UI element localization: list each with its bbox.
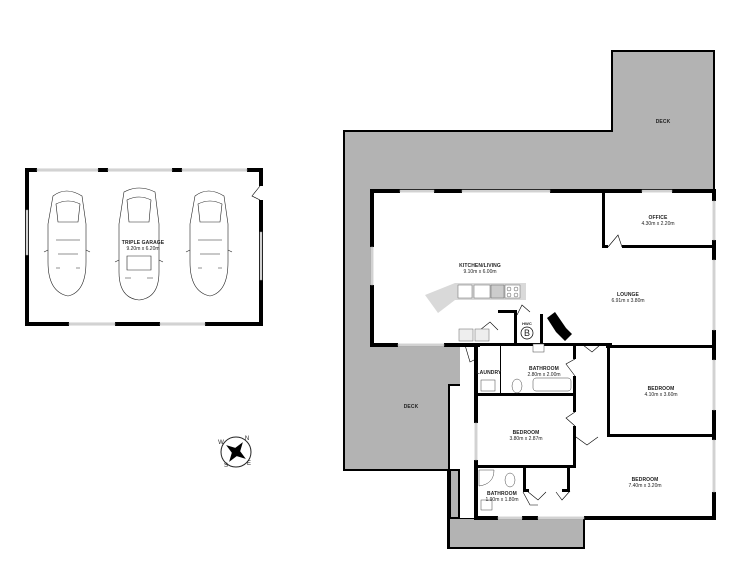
laundry-label: LAUNDRY <box>477 370 502 376</box>
compass-n: N <box>245 436 249 442</box>
room-title: LOUNGE <box>616 292 639 298</box>
compass-s: S <box>224 463 228 469</box>
room-title: DECK <box>655 119 671 125</box>
bedroom-1-label: BEDROOM 4.10m x 3.60m <box>644 386 677 398</box>
room-dims: 2.80m x 2.00m <box>527 372 561 378</box>
compass-e-text: E <box>246 461 252 467</box>
room-title: BATHROOM <box>487 491 517 497</box>
room-title: TRIPLE GARAGE <box>121 240 165 246</box>
deck-bottom <box>448 517 585 549</box>
room-title: BATHROOM <box>529 366 559 372</box>
room-dims: 4.30m x 2.20m <box>641 221 675 227</box>
car-center <box>114 187 164 301</box>
room-title: DECK <box>403 404 419 410</box>
car-right <box>185 190 233 297</box>
room-dims: 9.20m x 6.20m <box>126 246 160 252</box>
hwc-text: HWC <box>522 321 532 326</box>
compass-w: W <box>218 440 224 446</box>
compass-w-text: W <box>218 440 224 446</box>
bathroom-ensuite-label: BATHROOM 1.90m x 1.80m <box>485 491 518 503</box>
compass-e: E <box>247 461 251 467</box>
office-label: OFFICE 4.30m x 2.20m <box>641 215 674 227</box>
kitchen-living-label: KITCHEN/LIVING 9.10m x 6.00m <box>459 263 501 275</box>
room-dims: 4.10m x 3.60m <box>644 392 678 398</box>
room-title: LAUNDRY <box>476 370 502 376</box>
compass-icon <box>220 436 252 468</box>
garage <box>25 168 263 326</box>
bedroom-3-label: BEDROOM 7.40m x 3.20m <box>628 477 661 489</box>
compass-n-text: N <box>244 436 250 442</box>
kitchen-bench <box>425 283 572 342</box>
room-title: BEDROOM <box>512 430 540 436</box>
hwc-b-icon: B <box>523 328 531 338</box>
room-dims: 6.91m x 3.80m <box>611 298 645 304</box>
hwc-label: HWC <box>522 321 532 327</box>
lounge-label: LOUNGE 6.91m x 3.80m <box>611 292 644 304</box>
garage-label: TRIPLE GARAGE 9.20m x 6.20m <box>122 240 164 252</box>
deck-left-label: DECK <box>404 404 419 410</box>
bedroom-2-label: BEDROOM 3.80m x 2.87m <box>509 430 542 442</box>
room-title: BEDROOM <box>631 477 659 483</box>
room-dims: 3.80m x 2.87m <box>509 436 543 442</box>
room-dims: 7.40m x 3.20m <box>628 483 662 489</box>
room-title: OFFICE <box>648 215 668 221</box>
room-title: KITCHEN/LIVING <box>459 263 501 269</box>
bathroom-main-label: BATHROOM 2.80m x 2.00m <box>527 366 560 378</box>
hwc-symbol: B <box>524 328 530 338</box>
room-dims: 1.90m x 1.80m <box>485 497 519 503</box>
compass-s-text: S <box>223 463 229 469</box>
deck-top-label: DECK <box>656 119 671 125</box>
house <box>370 189 716 520</box>
room-title: BEDROOM <box>647 386 675 392</box>
room-dims: 9.10m x 6.00m <box>463 269 497 275</box>
car-left <box>43 190 91 297</box>
